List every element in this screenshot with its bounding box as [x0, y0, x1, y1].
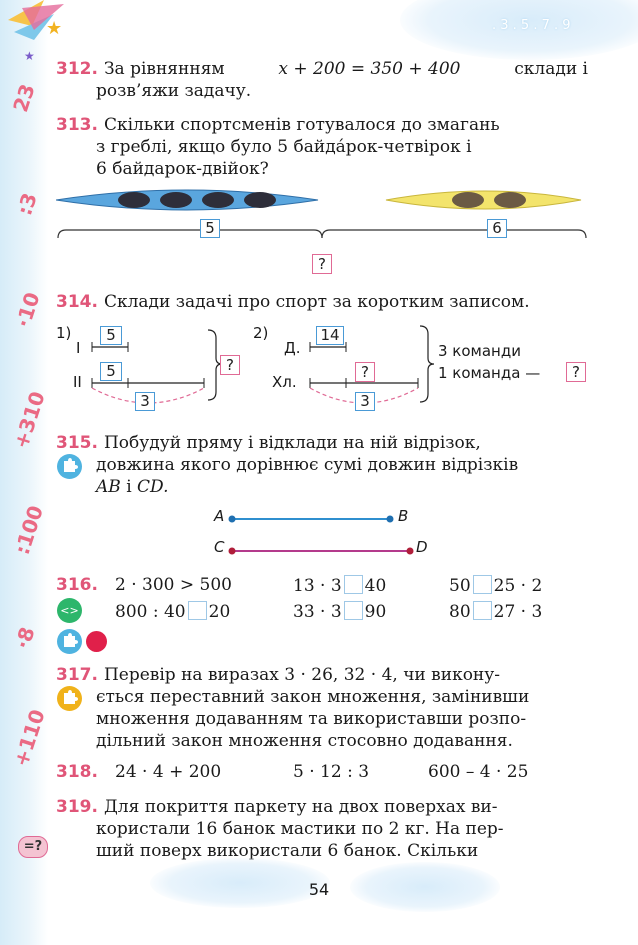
star-burst-icon: ★ ★: [8, 0, 64, 63]
header-numbers: . 3 . 5 . 7 . 9: [492, 18, 571, 33]
task-text: склади і: [514, 59, 588, 79]
value-box: 5: [100, 326, 122, 345]
unknown-box: ?: [566, 362, 586, 382]
compare-icon: <>: [57, 598, 82, 623]
svg-text:★: ★: [24, 49, 35, 63]
task-text: з греблі, якщо було 5 байда́рок-четвірок…: [96, 137, 472, 157]
task-number: 313.: [56, 115, 98, 135]
equation-badge: =?: [18, 836, 48, 858]
task-316-row1: 316.: [56, 575, 104, 595]
task-313: 313.Скільки спортсменів готувалося до зм…: [56, 114, 588, 180]
task-text: і: [126, 477, 132, 497]
expression: 24 · 4 + 200: [115, 762, 222, 782]
equation: x + 200 = 350 + 400: [278, 59, 461, 79]
task-text: множення додаванням та використавши розп…: [96, 709, 527, 729]
task-text: дільний закон множення стосовно додаванн…: [96, 731, 513, 751]
value-box: 14: [316, 326, 344, 345]
unknown-box: ?: [355, 362, 375, 382]
task-319: 319.Для покриття паркету на двох поверха…: [56, 796, 588, 862]
row-label: II: [73, 373, 82, 391]
segment-name: AB: [96, 477, 121, 497]
unknown-box: ?: [220, 355, 240, 375]
task-text: Склади задачі про спорт за коротким запи…: [103, 292, 530, 312]
footer-cloud: [350, 862, 500, 912]
task-text: ший поверх використали 6 банок. Скільки: [96, 841, 479, 861]
task-314: 314.Склади задачі про спорт за коротким …: [56, 291, 588, 313]
point-label: C: [214, 538, 225, 556]
task-text: ється переставний закон множення, заміни…: [96, 687, 530, 707]
row-label: Хл.: [272, 373, 297, 391]
row-label: I: [76, 339, 81, 357]
task-312: 312.За рівнянням x + 200 = 350 + 400 скл…: [56, 58, 588, 102]
task-text: Скільки спортсменів готувалося до змаган…: [103, 115, 500, 135]
puzzle-icon: [57, 629, 82, 654]
task-text: Перевір на виразах 3 · 26, 32 · 4, чи ви…: [103, 665, 501, 685]
task-number: 312.: [56, 59, 98, 79]
expression: 5 · 12 : 3: [293, 762, 370, 782]
task-317: 317.Перевір на виразах 3 · 26, 32 · 4, ч…: [56, 664, 588, 752]
task-315: 315.Побудуй пряму і відклади на ній відр…: [56, 432, 588, 498]
scheme-label: 2): [253, 324, 269, 342]
margin-strip: [0, 0, 48, 945]
task-text: користали 16 банок мастики по 2 кг. На п…: [96, 819, 504, 839]
task-number: 317.: [56, 665, 98, 685]
point-label: B: [398, 507, 409, 525]
task-number: 314.: [56, 292, 98, 312]
puzzle-icon: [57, 686, 82, 711]
point-label: D: [416, 538, 428, 556]
value-box: 3: [355, 392, 375, 411]
puzzle-icon: [57, 454, 82, 479]
red-dot-icon: [86, 631, 107, 652]
page-number: 54: [308, 880, 330, 899]
kayak-count-box: 6: [487, 219, 507, 238]
task-text: Побудуй пряму і відклади на ній відрізок…: [103, 433, 481, 453]
task-text: довжина якого дорівнює сумі довжин відрі…: [96, 455, 519, 475]
task-text: 6 байдарок-двійок?: [96, 159, 269, 179]
kayak-count-box: 5: [200, 219, 220, 238]
svg-text:★: ★: [46, 18, 62, 39]
value-box: 5: [100, 362, 122, 381]
task-number: 318.: [56, 762, 98, 782]
task-text: За рівнянням: [103, 59, 225, 79]
task-text: Для покриття паркету на двох поверхах ви…: [103, 797, 498, 817]
compare-item: 2 · 300 > 500: [115, 575, 232, 595]
segment-name: CD.: [137, 477, 169, 497]
task-number: 315.: [56, 433, 98, 453]
task-318: 318.: [56, 762, 104, 782]
kayak-illustration: [56, 189, 587, 239]
footer-cloud: [150, 858, 330, 908]
row-label: Д.: [284, 339, 301, 357]
task-number: 316.: [56, 575, 98, 595]
note-text: 3 команди: [438, 342, 521, 360]
task-text: розв’яжи задачу.: [96, 81, 252, 101]
total-unknown-box: ?: [312, 254, 332, 274]
note-text: 1 команда —: [438, 364, 541, 382]
point-label: A: [214, 507, 225, 525]
expression: 600 – 4 · 25: [428, 762, 529, 782]
segments-diagram: [228, 515, 414, 555]
task-number: 319.: [56, 797, 98, 817]
scheme-label: 1): [56, 324, 72, 342]
value-box: 3: [135, 392, 155, 411]
